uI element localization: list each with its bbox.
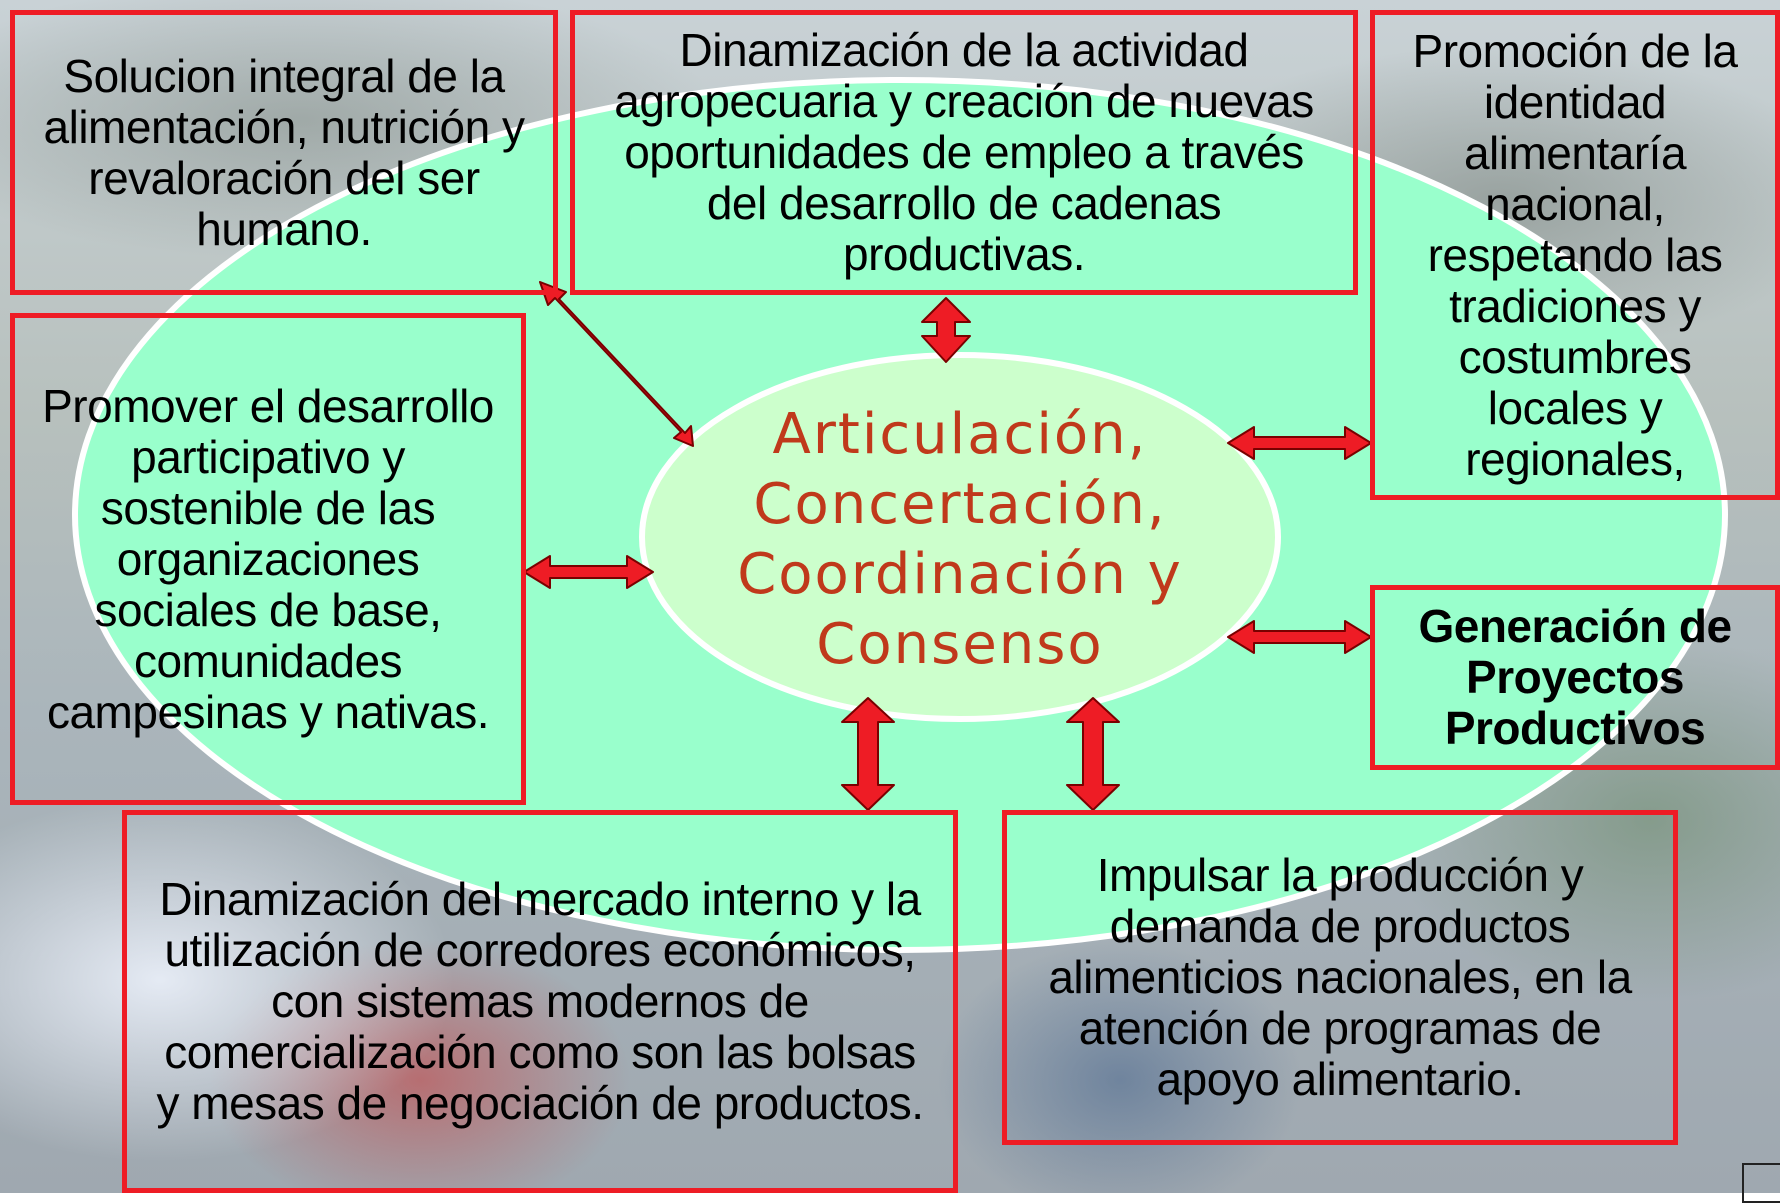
arrow-top-center xyxy=(921,297,971,363)
arrow-middle-left xyxy=(523,555,654,589)
arrow-top-left xyxy=(539,281,694,447)
box-proyectos-productivos: Generación de Proyectos Productivos xyxy=(1370,585,1780,770)
center-label: Articulación, Concertación, Coordinación… xyxy=(737,402,1183,677)
box-alimentacion-integral: Solucion integral de la alimentación, nu… xyxy=(10,10,558,295)
box-actividad-agropecuaria: Dinamización de la actividad agropecuari… xyxy=(570,10,1358,295)
box-mercado-interno: Dinamización del mercado interno y la ut… xyxy=(122,810,958,1193)
center-ellipse xyxy=(639,352,1281,722)
box-produccion-demanda: Impulsar la producción y demanda de prod… xyxy=(1002,810,1678,1145)
corner-mark xyxy=(1742,1163,1780,1203)
box-identidad-alimentaria: Promoción de la identidad alimentaría na… xyxy=(1370,10,1780,500)
box-desarrollo-participativo: Promover el desarrollo participativo y s… xyxy=(10,313,526,805)
